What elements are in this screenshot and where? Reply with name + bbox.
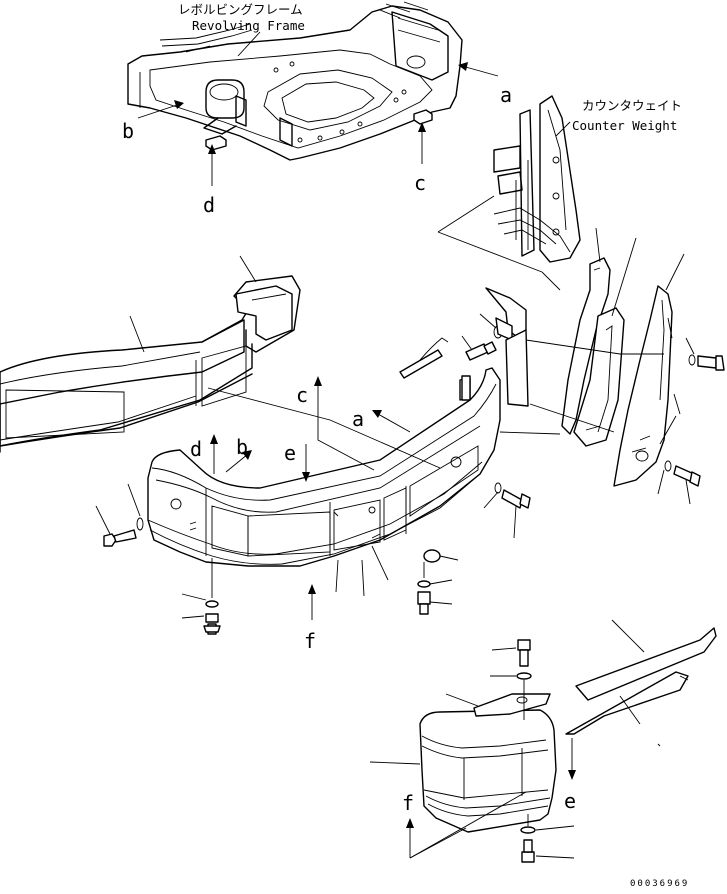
ref-label-b-top: b <box>122 119 134 143</box>
ref-label-f-mid: f <box>304 629 316 653</box>
counter-weight-title-jp: カウンタウェイト <box>582 98 682 113</box>
part-number: 00036969 <box>630 879 689 889</box>
revolving-frame-title: レボルビングフレーム Revolving Frame <box>178 2 305 33</box>
bottom-reference-arrows: e f <box>402 738 576 859</box>
right-covers <box>461 227 725 505</box>
top-reference-arrows: a b d c <box>122 62 512 217</box>
left-counterweight-ghost <box>0 255 301 453</box>
main-reference-arrows: c a d b e f <box>190 376 441 653</box>
ref-label-d-top: d <box>203 193 215 217</box>
ref-label-b-mid: b <box>236 435 248 459</box>
ref-label-c-top: c <box>414 171 426 195</box>
main-counterweight <box>147 367 501 567</box>
revolving-frame-title-en: Revolving Frame <box>192 18 305 33</box>
ref-label-d-mid: d <box>190 437 202 461</box>
counter-weight-title: カウンタウェイト Counter Weight <box>555 98 682 137</box>
ref-label-a-mid: a <box>352 407 364 431</box>
counter-weight-title-en: Counter Weight <box>572 118 677 133</box>
main-hardware <box>95 313 531 635</box>
corner-counterweight <box>369 619 717 863</box>
revolving-frame-title-jp: レボルビングフレーム <box>178 2 303 17</box>
ref-label-c-mid: c <box>296 383 308 407</box>
side-post-detail <box>437 95 581 291</box>
ref-label-a-top: a <box>500 83 512 107</box>
ref-label-e-low: e <box>564 789 576 813</box>
ref-label-e-mid: e <box>284 441 296 465</box>
ref-label-f-low: f <box>402 791 414 815</box>
